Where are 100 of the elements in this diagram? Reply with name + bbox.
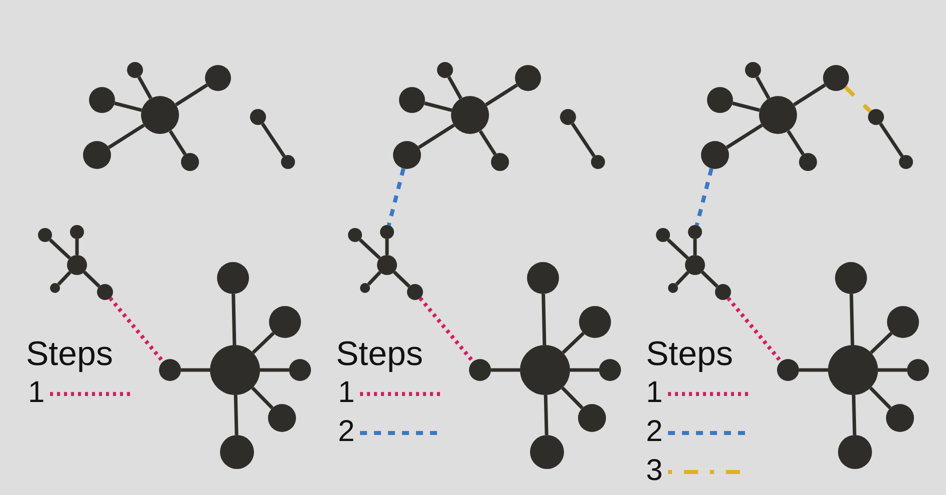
- node-circle: [599, 359, 621, 381]
- connector-line: [260, 368, 289, 372]
- node-circle: [127, 62, 143, 78]
- node-circle: [399, 87, 425, 113]
- node-circle: [269, 306, 301, 338]
- connector-line: [82, 270, 100, 288]
- connector-line: [75, 239, 79, 255]
- connector-line: [447, 76, 462, 100]
- connector-line: [392, 270, 410, 288]
- node-circle: [838, 435, 872, 469]
- connector-line: [232, 294, 236, 346]
- node-circle: [777, 359, 799, 381]
- node-circle: [220, 435, 254, 469]
- node-circle: [380, 225, 394, 239]
- connector-line: [878, 368, 907, 372]
- dashed-connector: [108, 296, 164, 363]
- connector-line: [570, 368, 599, 372]
- node-circle: [668, 283, 678, 293]
- connector-line: [260, 122, 286, 158]
- legend-title: Steps: [26, 337, 113, 371]
- node-circle: [715, 284, 731, 300]
- connector-line: [799, 368, 828, 372]
- connector-line: [562, 332, 585, 354]
- connector-line: [137, 76, 152, 100]
- node-circle: [38, 228, 52, 242]
- node-circle: [887, 306, 919, 338]
- connector-line: [251, 386, 274, 410]
- legend-title: Steps: [646, 337, 733, 371]
- connector-line: [793, 84, 826, 106]
- node-circle: [886, 404, 914, 432]
- connector-line: [424, 102, 452, 112]
- connector-line: [478, 130, 497, 156]
- connector-line: [418, 124, 455, 149]
- connector-line: [175, 84, 208, 106]
- connector-line: [57, 271, 72, 286]
- node-circle: [217, 262, 249, 294]
- node-circle: [451, 96, 489, 134]
- connector-line: [870, 332, 893, 354]
- connector-line: [542, 294, 546, 346]
- dashed-connector: [844, 86, 872, 113]
- dashed-connector: [726, 296, 782, 363]
- node-circle: [907, 359, 929, 381]
- node-circle: [685, 255, 705, 275]
- node-circle: [868, 109, 884, 125]
- connector-line: [755, 76, 770, 100]
- connector-line: [675, 271, 690, 286]
- connector-line: [561, 386, 584, 410]
- legend-label: 1: [646, 378, 663, 408]
- connector-line: [48, 238, 71, 260]
- node-circle: [828, 345, 878, 395]
- connector-line: [168, 130, 187, 156]
- node-circle: [701, 141, 729, 169]
- node-circle: [527, 262, 559, 294]
- node-circle: [437, 62, 453, 78]
- node-circle: [515, 65, 541, 91]
- node-circle: [89, 87, 115, 113]
- legend-title: Steps: [336, 337, 423, 371]
- connector-line: [570, 122, 596, 158]
- node-circle: [159, 359, 181, 381]
- connector-line: [726, 124, 763, 149]
- legend-label: 1: [28, 378, 45, 408]
- node-circle: [530, 435, 564, 469]
- connector-line: [234, 394, 238, 436]
- dashed-connector: [694, 168, 714, 226]
- node-circle: [360, 283, 370, 293]
- connector-line: [786, 130, 805, 156]
- node-circle: [656, 228, 670, 242]
- dashed-connector: [386, 168, 406, 226]
- node-circle: [289, 359, 311, 381]
- connector-line: [491, 368, 520, 372]
- node-circle: [823, 65, 849, 91]
- node-circle: [759, 96, 797, 134]
- node-circle: [745, 62, 761, 78]
- node-circle: [83, 141, 111, 169]
- connector-line: [252, 332, 275, 354]
- node-circle: [591, 155, 605, 169]
- connector-line: [181, 368, 210, 372]
- node-circle: [491, 153, 509, 171]
- node-circle: [799, 153, 817, 171]
- node-circle: [210, 345, 260, 395]
- connector-line: [869, 386, 892, 410]
- node-circle: [281, 155, 295, 169]
- connector-line: [700, 270, 718, 288]
- node-circle: [97, 284, 113, 300]
- connector-line: [114, 102, 142, 112]
- node-circle: [70, 225, 84, 239]
- node-circle: [407, 284, 423, 300]
- node-circle: [377, 255, 397, 275]
- dashed-connector: [418, 296, 474, 363]
- connector-line: [693, 239, 697, 255]
- node-circle: [899, 155, 913, 169]
- legend-label: 3: [646, 456, 663, 486]
- connector-line: [544, 394, 548, 436]
- connector-line: [385, 239, 389, 255]
- node-circle: [50, 283, 60, 293]
- node-circle: [268, 404, 296, 432]
- connector-line: [358, 238, 381, 260]
- node-circle: [520, 345, 570, 395]
- node-circle: [707, 87, 733, 113]
- node-circle: [393, 141, 421, 169]
